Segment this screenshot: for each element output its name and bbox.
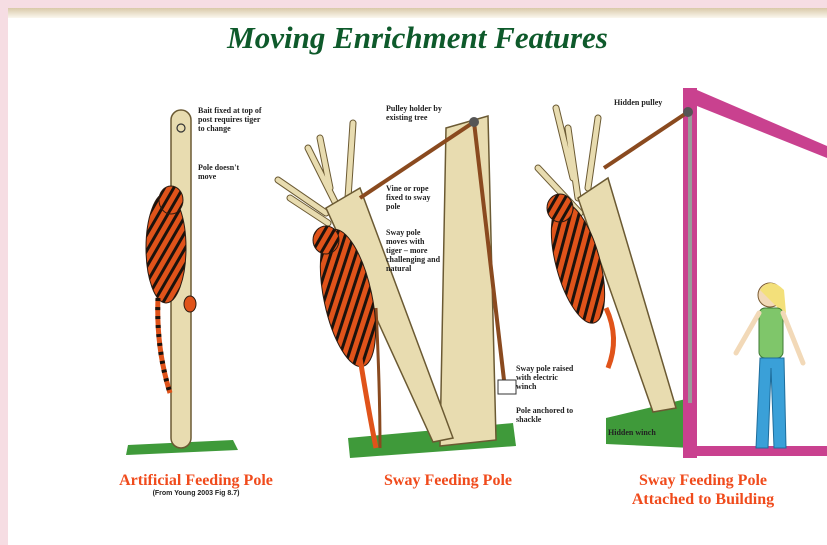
existing-tree [440,116,496,446]
slide: Moving Enrichment Features [8,8,827,545]
panel-sway-pole [278,116,516,458]
grass-patch [606,398,692,448]
note-pole-static: Pole doesn't move [198,163,258,181]
hidden-pulley [683,107,693,117]
pulley [469,117,479,127]
panel-artificial-pole [126,110,238,455]
note-hidden-winch: Hidden winch [608,428,678,437]
diagram-art [8,8,827,545]
note-shackle: Pole anchored to shackle [516,406,576,424]
caption-building-line2: Attached to Building [598,490,808,509]
person-illustration [736,283,803,448]
caption-artificial-pole: Artificial Feeding Pole [96,471,296,490]
rope [604,112,688,168]
note-bait-fixed: Bait fixed at top of post requires tiger… [198,106,268,133]
note-vine-rope: Vine or rope fixed to sway pole [386,184,442,211]
note-pulley-holder: Pulley holder by existing tree [386,104,466,122]
caption-building-line1: Sway Feeding Pole [598,471,808,490]
panel-building-pole [538,88,827,458]
caption-building-pole: Sway Feeding Pole Attached to Building [598,471,808,509]
note-hidden-pulley: Hidden pulley [614,98,684,107]
building-roof [697,90,827,158]
winch [498,380,516,394]
note-electric-winch: Sway pole raised with electric winch [516,364,576,391]
caption-sway-pole: Sway Feeding Pole [348,471,548,490]
caption-source: (From Young 2003 Fig 8.7) [96,490,296,497]
hidden-cable [688,113,692,403]
note-sway-moves: Sway pole moves with tiger – more challe… [386,228,442,273]
